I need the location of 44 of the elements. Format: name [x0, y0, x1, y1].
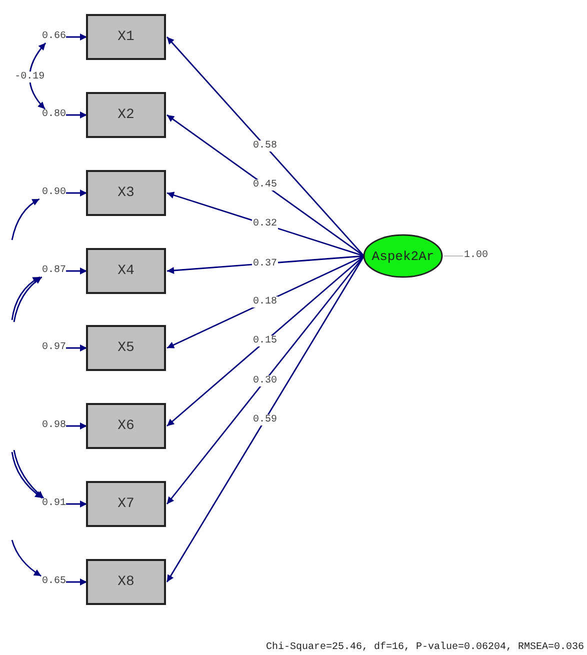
observed-variable-box: X2 [86, 92, 166, 138]
path-arrow [166, 255, 364, 427]
edge-label: 0.32 [252, 218, 278, 230]
error-variance-value: 0.97 [36, 342, 66, 354]
edge-label: -0.19 [14, 72, 46, 82]
path-arrow [11, 198, 40, 240]
path-arrow [66, 578, 87, 586]
edge-label: 0.30 [252, 375, 278, 386]
edge-label: 0.58 [252, 140, 278, 152]
variable-name: Aspek2Ar [372, 248, 434, 264]
error-variance-value: 0.91 [36, 498, 66, 510]
observed-variable-box: X3 [86, 170, 166, 216]
path-arrow [66, 344, 87, 352]
observed-variable-box: X6 [86, 403, 166, 449]
path-arrow [66, 190, 87, 196]
edge-label: 0.15 [252, 336, 278, 347]
path-arrow [166, 114, 364, 257]
observed-variable-box: X7 [86, 481, 166, 527]
observed-variable-box: X8 [86, 559, 166, 605]
latent-variable-ellipse [363, 234, 443, 278]
error-variance-value: 0.87 [36, 265, 66, 277]
path-arrow [166, 255, 364, 349]
edge-label: 0.45 [252, 180, 278, 191]
error-variance-value: 0.80 [36, 109, 66, 121]
path-arrow [66, 112, 87, 118]
path-arrow [166, 36, 365, 256]
path-arrow [166, 256, 365, 582]
edge-label: 0.18 [252, 296, 278, 308]
path-arrow [66, 422, 87, 430]
error-variance-value: 0.65 [36, 576, 66, 588]
path-arrow [11, 540, 42, 577]
observed-variable-box: X1 [86, 14, 166, 60]
observed-variable-box: X5 [86, 325, 166, 371]
variance-value: 1.00 [464, 250, 488, 262]
error-variance-value: 0.90 [36, 187, 66, 199]
path-arrow [66, 34, 87, 40]
error-variance-value: 0.98 [36, 420, 66, 432]
path-arrow [66, 268, 87, 274]
path-arrow [166, 256, 365, 504]
error-variance-value: 0.66 [36, 31, 66, 43]
observed-variable-box: X4 [86, 248, 166, 294]
edge-label: 0.59 [252, 414, 278, 426]
path-arrow [66, 500, 87, 508]
fit-statistics: Chi-Square=25.46, df=16, P-value=0.06204, RMSEA=0.036 [266, 642, 584, 653]
